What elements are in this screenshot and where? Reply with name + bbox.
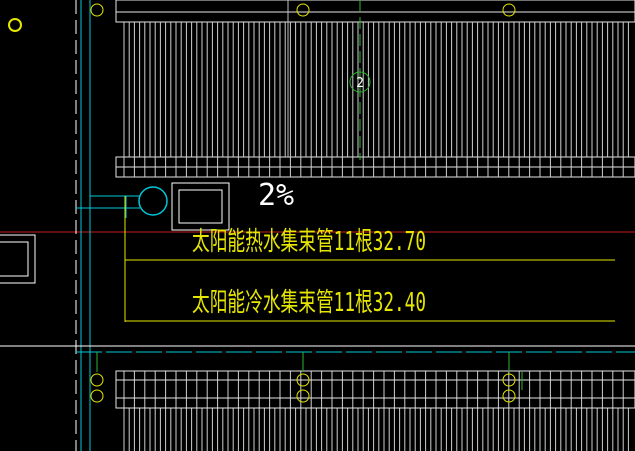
left-equipment-box — [0, 234, 36, 284]
equipment-box-inner — [178, 189, 223, 224]
lower-solar-collector-panel — [115, 370, 635, 409]
pipe-support-marker — [90, 389, 104, 403]
riser-pipe-circle — [138, 186, 168, 216]
top-left-marker — [8, 18, 22, 32]
pipe-support-marker — [502, 373, 516, 387]
pipe-support-marker — [90, 373, 104, 387]
axis-number-label: 2 — [356, 76, 364, 91]
pipe-support-marker — [296, 3, 310, 17]
pipe-support-marker — [502, 389, 516, 403]
hot-water-pipe-label: 太阳能热水集束管11根32.70 — [192, 227, 426, 257]
slope-label: 2% — [258, 178, 294, 213]
pipe-support-marker — [296, 389, 310, 403]
pipe-support-marker — [296, 373, 310, 387]
pipe-support-marker — [90, 3, 104, 17]
pipe-support-marker — [502, 3, 516, 17]
axis-marker-circle — [349, 71, 371, 93]
cold-water-pipe-label: 太阳能冷水集束管11根32.40 — [192, 288, 426, 318]
upper-collector-tubes — [123, 22, 629, 177]
lower-collector-tubes — [123, 371, 629, 451]
left-equipment-box-inner — [0, 241, 29, 277]
upper-solar-collector-panel — [115, 0, 635, 178]
equipment-box-outer — [171, 182, 230, 231]
